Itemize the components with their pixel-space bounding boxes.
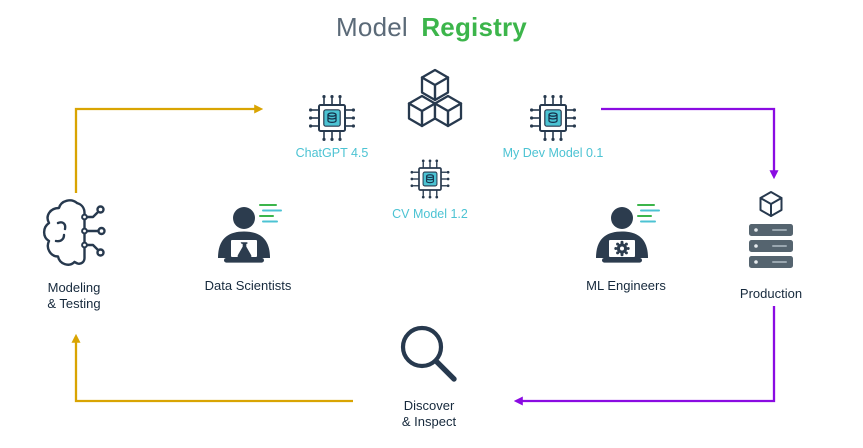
person-laptop-flask-icon [218, 204, 282, 263]
model-my-dev: My Dev Model 0.1 [503, 92, 603, 160]
my-dev-model-label: My Dev Model 0.1 [502, 146, 604, 160]
magnifier-icon [400, 325, 457, 382]
chip-icon [530, 95, 576, 141]
title-word-model: Model [336, 12, 408, 42]
arrow-production-to-discover [513, 306, 776, 406]
person-laptop-gear-icon [596, 204, 660, 263]
chip-icon [410, 159, 450, 199]
production-label: Production [739, 286, 803, 301]
arrow-modeling-to-registry [74, 104, 264, 193]
chatgpt-label: ChatGPT 4.5 [295, 146, 369, 160]
ml-engineers-label: ML Engineers [586, 278, 666, 293]
gear-icon [614, 240, 630, 257]
modeling-testing-label: Modeling & Testing [47, 280, 101, 311]
registry-cubes [401, 68, 469, 128]
stage-ml-engineers: ML Engineers [571, 200, 681, 294]
model-chatgpt: ChatGPT 4.5 [294, 92, 370, 160]
stage-production: Production [731, 190, 811, 302]
arrow-registry-to-production [601, 107, 779, 180]
server-stack-icon [749, 191, 793, 268]
discover-inspect-label: Discover & Inspect [401, 398, 457, 429]
cv-model-label: CV Model 1.2 [392, 207, 468, 221]
stage-data-scientists: Data Scientists [193, 200, 303, 294]
chip-icon [309, 95, 355, 141]
data-scientists-label: Data Scientists [204, 278, 292, 293]
flask-icon [237, 242, 252, 258]
brain-circuit-icon [42, 199, 106, 266]
model-cv: CV Model 1.2 [390, 157, 470, 221]
arrow-discover-to-modeling [71, 333, 353, 403]
page-title: Model Registry [0, 12, 863, 43]
stage-discover-inspect: Discover & Inspect [387, 322, 471, 430]
stage-modeling-testing: Modeling & Testing [24, 196, 124, 312]
title-word-registry: Registry [421, 12, 527, 42]
cubes-icon [407, 68, 463, 128]
